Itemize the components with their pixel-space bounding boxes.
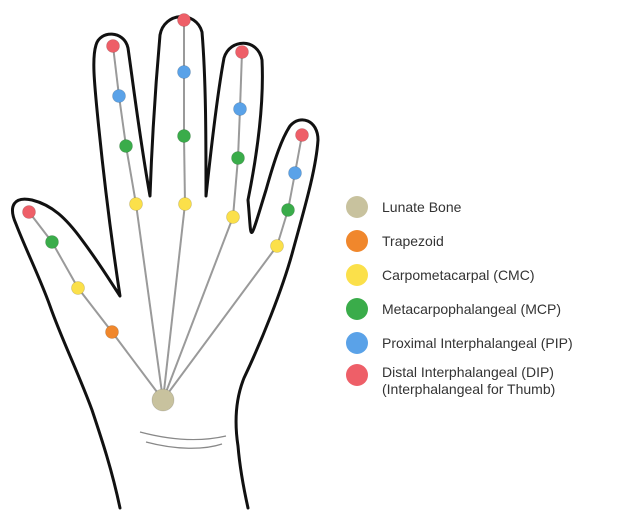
ring-dip-joint <box>236 46 249 59</box>
legend-label-lunate: Lunate Bone <box>382 199 461 216</box>
thumb-bone-segment-3 <box>52 242 78 288</box>
legend-label-trapezoid: Trapezoid <box>382 233 444 250</box>
legend-label-dip-line2: (Interphalangeal for Thumb) <box>382 381 555 398</box>
legend-item-dip: Distal Interphalangeal (DIP) (Interphala… <box>346 360 626 410</box>
ring-bone-segment-3 <box>238 109 240 158</box>
legend-swatch-mcp <box>346 298 368 320</box>
pinky-pip-joint <box>289 167 302 180</box>
pinky-bone-segment-1 <box>163 246 277 400</box>
joint-markers <box>23 14 309 412</box>
legend-item-pip: Proximal Interphalangeal (PIP) <box>346 326 626 360</box>
index-dip-joint <box>107 40 120 53</box>
index-pip-joint <box>113 90 126 103</box>
legend-item-cmc: Carpometacarpal (CMC) <box>346 258 626 292</box>
legend-label-dip: Distal Interphalangeal (DIP) (Interphala… <box>382 364 555 398</box>
ring-bone-segment-2 <box>233 158 238 217</box>
legend-label-pip: Proximal Interphalangeal (PIP) <box>382 335 573 352</box>
middle-pip-joint <box>178 66 191 79</box>
ring-mcp-joint <box>232 152 245 165</box>
thumb-dip-joint <box>23 206 36 219</box>
pinky-dip-joint <box>296 129 309 142</box>
index-bone-segment-3 <box>119 96 126 146</box>
legend-label-mcp: Metacarpophalangeal (MCP) <box>382 301 561 318</box>
lunate-bone-marker <box>152 389 174 411</box>
middle-bone-segment-2 <box>184 136 185 204</box>
thumb-bone-segment-2 <box>78 288 112 332</box>
middle-dip-joint <box>178 14 191 27</box>
wrist-crease-1 <box>140 432 226 439</box>
thumb-mcp-joint <box>46 236 59 249</box>
hand-outline <box>13 17 318 508</box>
pinky-mcp-joint <box>282 204 295 217</box>
legend-swatch-trapezoid <box>346 230 368 252</box>
legend-swatch-dip <box>346 364 368 386</box>
index-cmc-joint <box>130 198 143 211</box>
ring-pip-joint <box>234 103 247 116</box>
index-bone-segment-4 <box>113 46 119 96</box>
ring-cmc-joint <box>227 211 240 224</box>
legend-item-trapezoid: Trapezoid <box>346 224 626 258</box>
hand-outline-path <box>13 17 318 508</box>
wrist-creases <box>140 432 226 448</box>
middle-cmc-joint <box>179 198 192 211</box>
wrist-crease-2 <box>146 442 222 448</box>
legend-swatch-pip <box>346 332 368 354</box>
thumb-trapezoid-joint <box>106 326 119 339</box>
legend-swatch-cmc <box>346 264 368 286</box>
legend-label-dip-line1: Distal Interphalangeal (DIP) <box>382 364 554 380</box>
thumb-cmc-joint <box>72 282 85 295</box>
legend-label-cmc: Carpometacarpal (CMC) <box>382 267 534 284</box>
index-mcp-joint <box>120 140 133 153</box>
legend-item-lunate: Lunate Bone <box>346 190 626 224</box>
index-bone-segment-2 <box>126 146 136 204</box>
legend-swatch-lunate <box>346 196 368 218</box>
ring-bone-segment-4 <box>240 52 242 109</box>
middle-mcp-joint <box>178 130 191 143</box>
pinky-cmc-joint <box>271 240 284 253</box>
legend: Lunate Bone Trapezoid Carpometacarpal (C… <box>346 190 626 410</box>
legend-item-mcp: Metacarpophalangeal (MCP) <box>346 292 626 326</box>
